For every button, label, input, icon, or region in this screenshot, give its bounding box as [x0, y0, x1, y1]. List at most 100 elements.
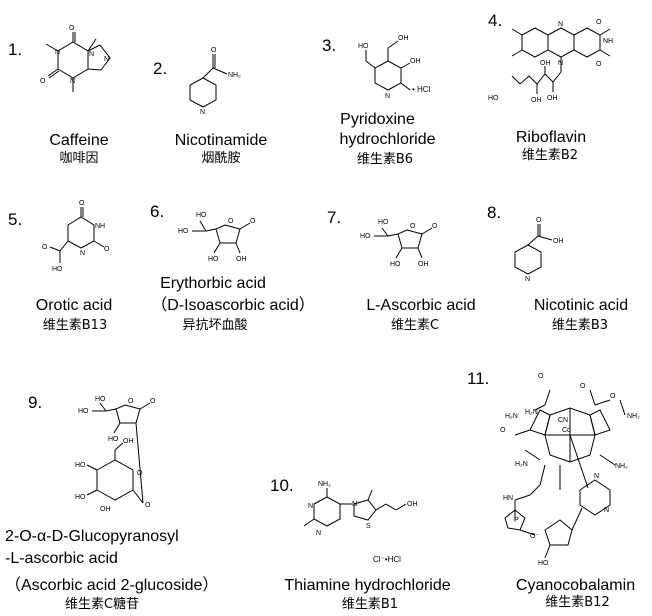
- compound-name-6-line1: Erythorbic acid: [160, 275, 266, 292]
- svg-text:O: O: [145, 502, 151, 509]
- svg-text:O: O: [137, 470, 143, 477]
- svg-text:NH₂: NH₂: [615, 463, 628, 470]
- svg-text:O: O: [79, 200, 85, 207]
- svg-text:OH: OH: [398, 35, 409, 42]
- compound-name-9-line3: （Ascorbic acid 2-glucoside）: [5, 577, 219, 594]
- svg-text:OH: OH: [100, 506, 111, 513]
- svg-text:NH₂: NH₂: [627, 413, 640, 420]
- svg-text:HO: HO: [390, 261, 401, 268]
- compound-name-6-line2: （D-Isoascorbic acid）: [151, 297, 315, 314]
- svg-text:N: N: [385, 93, 390, 100]
- svg-text:HO: HO: [208, 256, 219, 263]
- svg-text:O: O: [42, 244, 48, 251]
- svg-text:HO: HO: [360, 233, 371, 240]
- svg-text:O: O: [580, 383, 586, 390]
- svg-text:O: O: [128, 398, 134, 405]
- svg-text:O: O: [596, 19, 602, 26]
- compound-name-10: Thiamine hydrochloride: [284, 577, 451, 594]
- svg-text:HO: HO: [95, 396, 106, 403]
- compound-name-2: Nicotinamide: [174, 132, 268, 149]
- compound-name-8: Nicotinic acid: [533, 297, 629, 314]
- svg-text:OH: OH: [410, 58, 421, 65]
- compound-cn-name-1: 咖啡因: [59, 151, 99, 166]
- svg-text:HO: HO: [75, 462, 86, 469]
- svg-text:O: O: [150, 398, 156, 405]
- compound-number-3: 3.: [322, 36, 337, 55]
- svg-text:N: N: [89, 51, 94, 58]
- compound-number-6: 6.: [150, 202, 165, 221]
- svg-text:N: N: [558, 21, 563, 28]
- svg-text:OH: OH: [547, 95, 558, 102]
- svg-text:OH: OH: [236, 256, 247, 263]
- svg-text:O: O: [410, 223, 416, 230]
- svg-text:HO: HO: [488, 95, 499, 102]
- compound-name-1: Caffeine: [49, 132, 109, 149]
- svg-text:HO: HO: [78, 408, 89, 415]
- compound-name-11: Cyanocobalamin: [515, 577, 636, 594]
- compound-name-7: L-Ascorbic acid: [366, 297, 476, 314]
- compound-number-5: 5.: [8, 210, 23, 229]
- svg-text:S: S: [366, 523, 371, 530]
- svg-text:OH: OH: [540, 60, 551, 67]
- pyridoxine-structure-image: HO OH OH N: [358, 35, 421, 100]
- svg-text:O: O: [500, 427, 506, 434]
- svg-text:OH: OH: [123, 438, 134, 445]
- compound-cn-name-6: 异抗坏血酸: [182, 318, 248, 333]
- compound-cn-name-7: 维生素C: [390, 318, 440, 333]
- compound-cn-name-11: 维生素B12: [545, 595, 610, 610]
- svg-text:NH₂: NH₂: [228, 72, 241, 79]
- compound-number-9: 9.: [28, 393, 43, 412]
- svg-text:O: O: [536, 217, 542, 224]
- svg-text:CN: CN: [558, 417, 568, 424]
- svg-text:N: N: [70, 78, 75, 85]
- svg-text:HO: HO: [358, 43, 369, 50]
- compound-cn-name-8: 维生素B3: [551, 318, 609, 333]
- svg-text:N: N: [104, 56, 109, 63]
- svg-text:H₂N: H₂N: [525, 409, 538, 416]
- svg-text:H₂N: H₂N: [505, 413, 518, 420]
- svg-text:HO: HO: [378, 219, 389, 226]
- compound-cn-name-10: 维生素B1: [341, 597, 399, 612]
- svg-text:O: O: [69, 25, 75, 32]
- svg-text:Co: Co: [562, 427, 571, 434]
- compound-name-5: Orotic acid: [35, 297, 113, 314]
- svg-text:O: O: [432, 223, 438, 230]
- svg-text:OH: OH: [418, 261, 429, 268]
- svg-text:N: N: [200, 109, 205, 116]
- svg-text:HO: HO: [52, 266, 63, 273]
- svg-text:N: N: [55, 49, 60, 56]
- svg-text:N: N: [558, 60, 563, 67]
- svg-text:O: O: [538, 373, 544, 380]
- svg-text:NH: NH: [95, 223, 105, 230]
- compound-name-3-line1: Pyridoxine: [340, 111, 415, 128]
- compound-cn-name-5: 维生素B13: [42, 318, 108, 333]
- svg-text:O: O: [250, 218, 256, 225]
- compound-name-9-line1: 2-O-α-D-Glucopyranosyl: [5, 528, 179, 545]
- compound-number-7: 7.: [327, 208, 342, 227]
- svg-text:HN: HN: [503, 495, 513, 502]
- compound-number-8: 8.: [487, 203, 502, 222]
- svg-text:HO: HO: [178, 228, 189, 235]
- compound-cn-name-2: 烟酰胺: [201, 151, 241, 166]
- svg-text:HO: HO: [108, 436, 119, 443]
- svg-text:N: N: [308, 503, 313, 510]
- svg-text:O⁻: O⁻: [530, 533, 539, 540]
- svg-text:N: N: [604, 507, 609, 514]
- compound-number-1: 1.: [8, 40, 23, 59]
- compound-name-4: Riboflavin: [515, 129, 587, 146]
- compound-number-11: 11.: [467, 369, 490, 388]
- compound-cn-name-4: 维生素B2: [521, 148, 579, 163]
- svg-text:NH: NH: [603, 38, 613, 45]
- svg-text:O: O: [104, 246, 110, 253]
- l-ascorbic-acid-structure-image: O O HO HO HO OH: [360, 219, 438, 268]
- svg-text:NH₂: NH₂: [318, 481, 331, 488]
- pyridoxine-salt-label: • HCl: [412, 85, 431, 94]
- compound-number-2: 2.: [153, 59, 168, 78]
- svg-text:HO: HO: [538, 560, 549, 567]
- svg-text:P: P: [514, 517, 519, 524]
